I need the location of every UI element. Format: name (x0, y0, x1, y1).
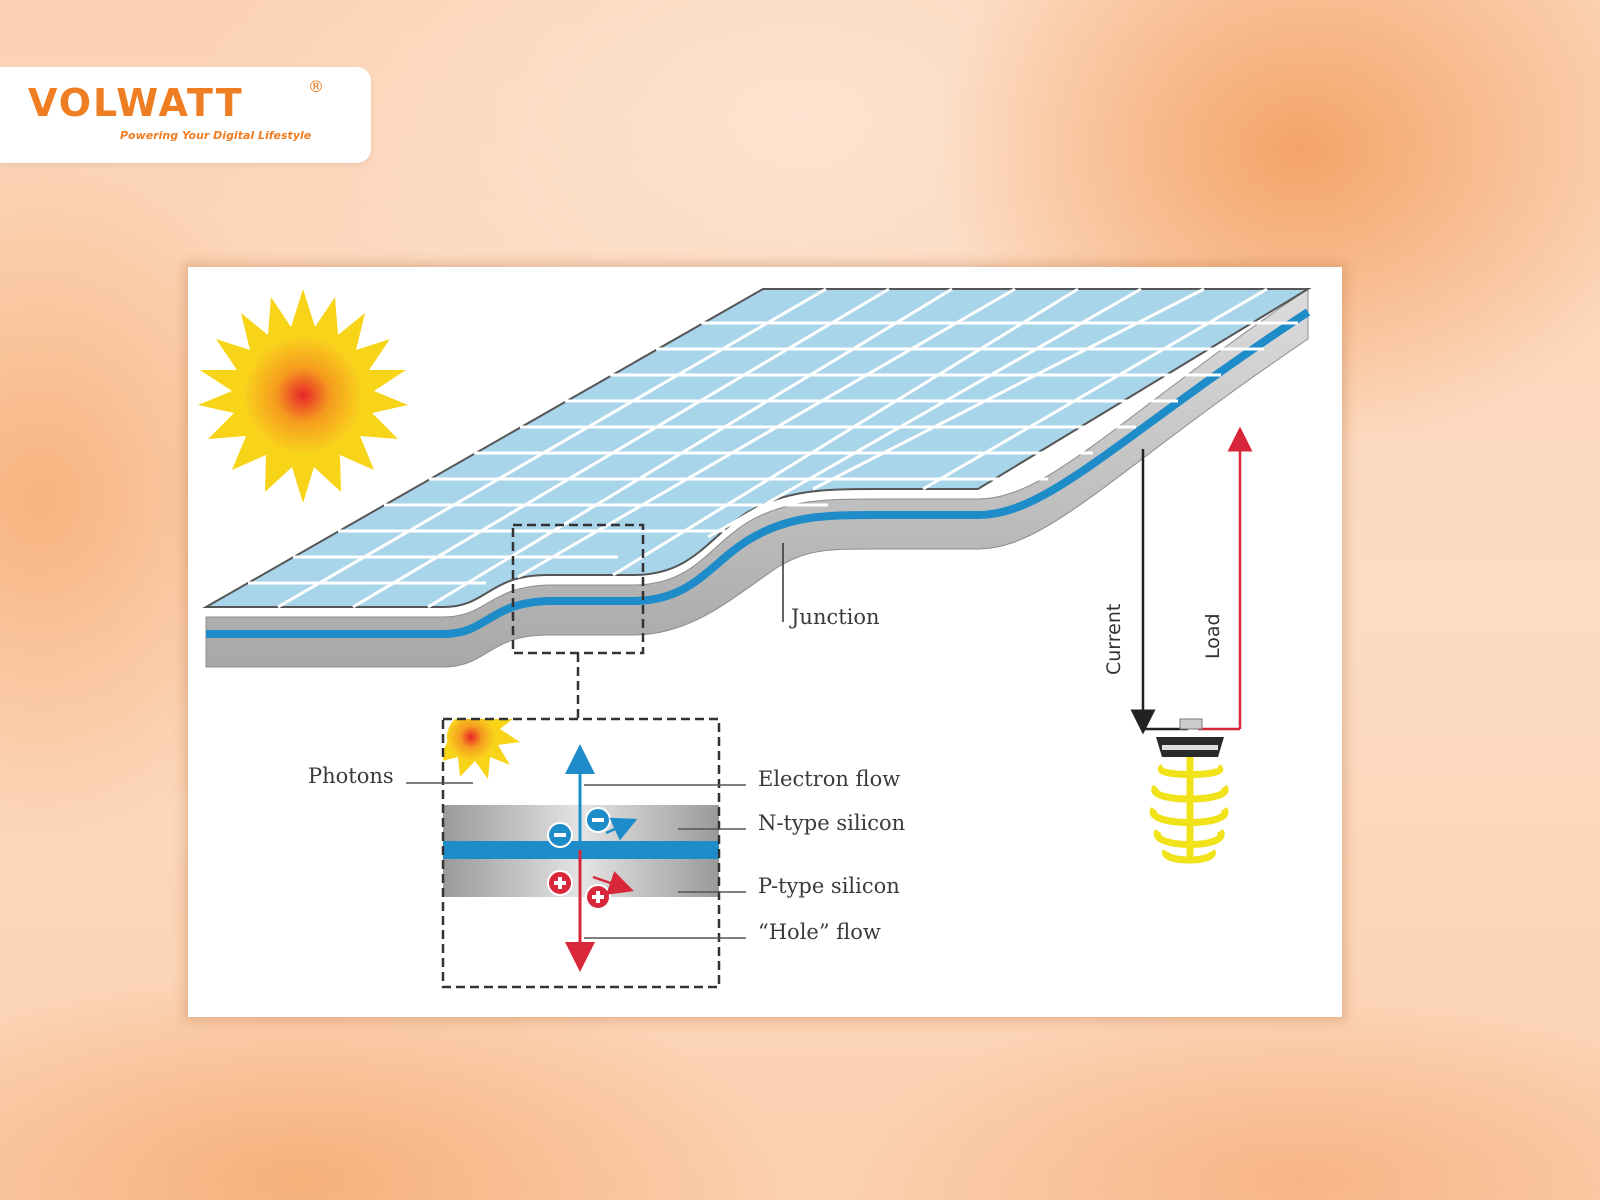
hole-flow-label: “Hole” flow (758, 920, 881, 944)
sun-icon-small (443, 719, 520, 779)
sun-icon (198, 289, 408, 503)
current-label: Current (1103, 603, 1125, 675)
panel-cell-grid (248, 287, 1298, 609)
load-label: Load (1202, 613, 1224, 659)
panel-layers (205, 288, 1311, 668)
solar-panel (202, 287, 1312, 609)
registered-mark: ® (308, 77, 324, 96)
hole-icon (547, 870, 634, 910)
circuit (1130, 426, 1253, 735)
junction-label: Junction (791, 605, 880, 629)
brand-logo-card: VOLWATT ® Powering Your Digital Lifestyl… (0, 67, 371, 163)
lightbulb-icon (1149, 718, 1229, 864)
electron-flow-label: Electron flow (758, 767, 901, 791)
cross-section-zoom (406, 717, 746, 989)
p-type-silicon-label: P-type silicon (758, 874, 900, 898)
brand-tagline: Powering Your Digital Lifestyle (120, 129, 312, 142)
photons-label: Photons (308, 764, 394, 788)
electron-icon (547, 807, 638, 848)
brand-logo-text: VOLWATT (28, 81, 244, 125)
solar-cell-diagram: Junction Current Load Photons Electron f… (188, 267, 1342, 1017)
n-type-silicon-label: N-type silicon (758, 811, 906, 835)
label-leaders (406, 782, 746, 939)
